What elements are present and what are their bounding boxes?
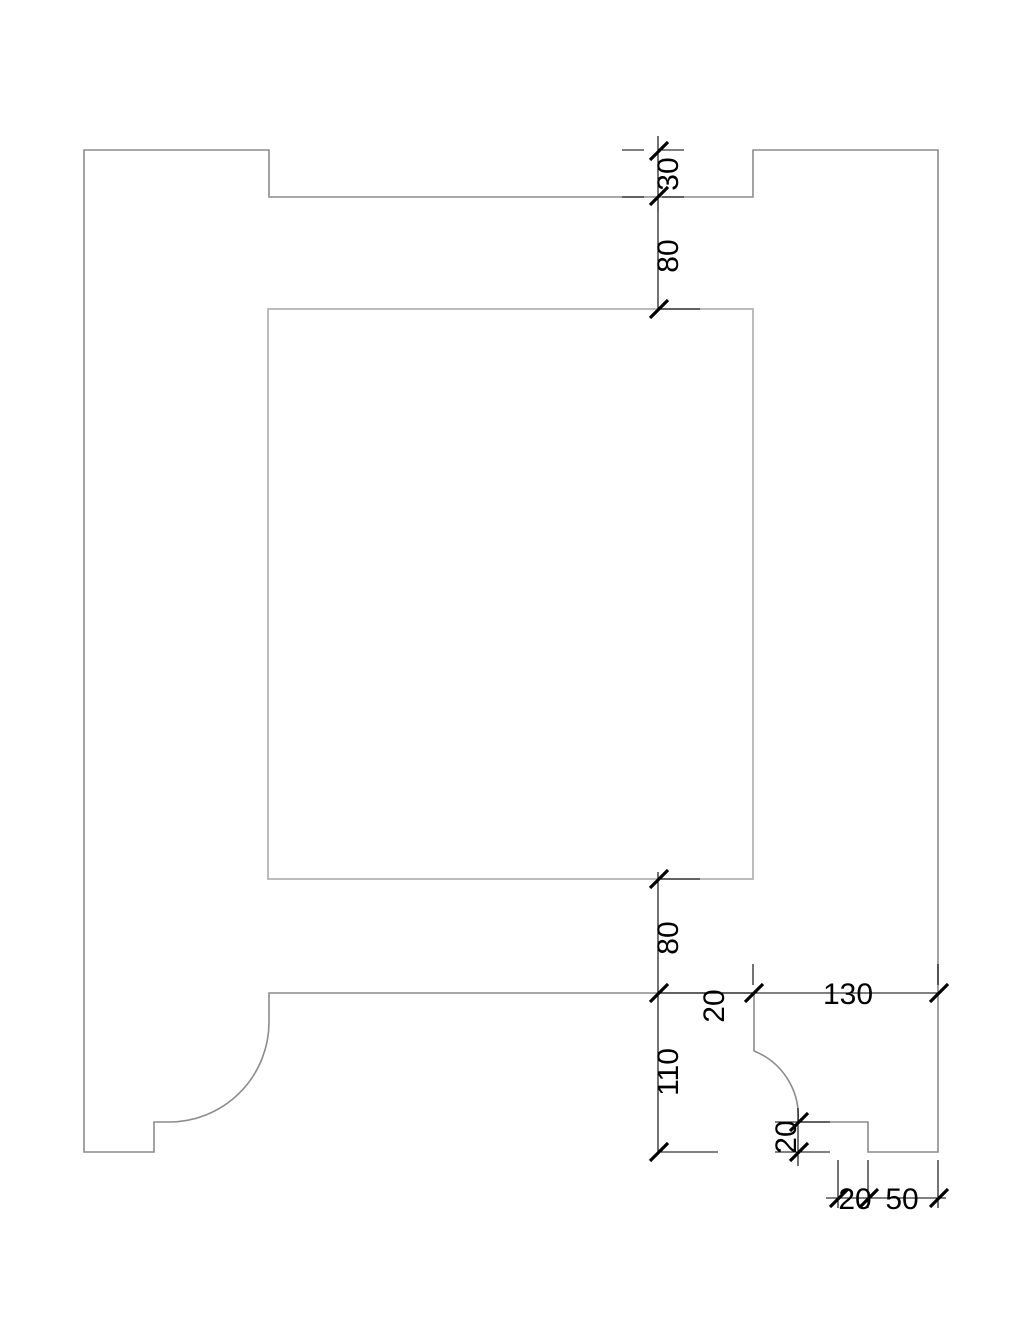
dim-tick	[788, 1111, 810, 1133]
dimension-label-30: 30	[652, 157, 685, 190]
dimension-label-130: 130	[823, 978, 873, 1011]
dimension-bottom-row: 20 50	[826, 1160, 950, 1216]
dimension-label-50-foot: 50	[885, 1183, 918, 1216]
dim-tick	[648, 868, 670, 890]
dim-tick	[648, 298, 670, 320]
dimension-20-corner-step: 20	[770, 1108, 830, 1166]
dimension-label-20-corner: 20	[770, 1120, 803, 1153]
dim-tick	[648, 1141, 670, 1163]
dim-tick	[828, 1187, 850, 1209]
dimension-130: 130	[753, 964, 950, 1011]
dim-tick	[788, 1141, 810, 1163]
inner-pocket-group	[267, 308, 754, 880]
dimension-label-80-top: 80	[652, 239, 685, 272]
dimension-label-20-foot: 20	[838, 1183, 871, 1216]
dimension-30-top-notch: 30	[622, 136, 700, 212]
dimension-20-right-step: 20	[658, 964, 765, 1023]
dimension-label-80-bottom: 80	[652, 921, 685, 954]
dimension-80-bottom: 80	[648, 868, 700, 993]
dim-tick	[648, 185, 670, 207]
dim-tick	[928, 982, 950, 1004]
dimension-label-110: 110	[652, 1048, 685, 1096]
dimension-label-20-right-step: 20	[698, 989, 731, 1022]
dimension-110: 110	[648, 982, 718, 1163]
outer-profile-path	[83, 149, 939, 1153]
part-outline-group	[83, 149, 939, 1153]
inner-rectangle	[267, 308, 754, 880]
dim-tick	[928, 1187, 950, 1209]
dimension-80-top: 80	[648, 197, 700, 320]
dim-tick	[648, 140, 670, 162]
